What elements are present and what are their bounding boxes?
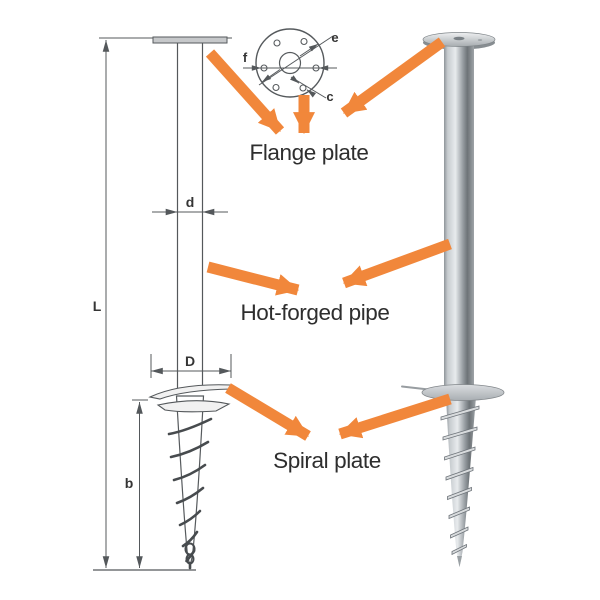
arrow-pipe-from-render [342, 238, 452, 289]
spiral-plate-blade-front [156, 400, 231, 413]
dim-arrow-c-up [290, 75, 300, 84]
arrow-spiral-from-drawing [225, 383, 311, 441]
dim-label-D: D [185, 353, 195, 369]
screw-taper-3d [446, 397, 476, 567]
spiral-coil [167, 417, 213, 570]
arrow-spiral-from-render [338, 393, 452, 440]
label-flange-plate: Flange plate [249, 140, 368, 165]
screw-taper-outline [175, 395, 205, 568]
flange-center-hole [278, 51, 302, 75]
flange-top-view: e f c [243, 28, 339, 104]
arrow-flange-from-render [340, 37, 446, 118]
flange-plate-side-view [152, 36, 228, 44]
dim-arrow-e-down [261, 69, 281, 83]
label-spiral-plate: Spiral plate [273, 448, 381, 473]
dim-label-L: L [93, 298, 102, 314]
callout-arrows [205, 37, 452, 441]
left-technical-drawing: L d D b [93, 36, 232, 571]
dim-label-d: d [186, 194, 195, 210]
spiral-plate-3d [421, 384, 505, 401]
dim-label-c: c [326, 89, 333, 104]
dim-label-b: b [125, 475, 134, 491]
arrow-pipe-from-drawing [206, 261, 300, 296]
dim-arrow-e-up [299, 43, 319, 57]
pipe-3d [444, 42, 474, 392]
dimension-ext-D [150, 354, 232, 378]
dimension-line-e [258, 35, 334, 86]
label-hot-forged-pipe: Hot-forged pipe [240, 300, 389, 325]
dim-label-f: f [243, 50, 248, 65]
flange-3d-center-hole [453, 36, 465, 41]
render-3d [401, 32, 505, 567]
dim-arrow-c-down [306, 89, 317, 98]
screw-tip-3d [457, 556, 462, 567]
screw-ribs-3d [440, 405, 480, 556]
flange-3d-bolt-hole-right [477, 39, 483, 41]
arrow-flange-from-drawing [205, 49, 285, 135]
dim-label-e: e [331, 30, 338, 45]
